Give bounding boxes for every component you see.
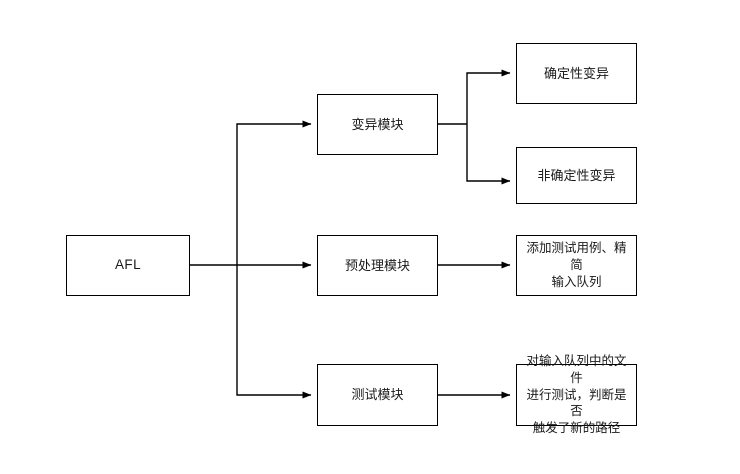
node-label-test-module: 测试模块 (351, 387, 404, 403)
edge-afl-to-test-module (236, 265, 312, 399)
node-label-mutation-module: 变异模块 (351, 116, 404, 132)
node-label-afl: AFL (115, 257, 141, 273)
node-mutation-module[interactable]: 变异模块 (317, 94, 438, 155)
edge-mutation-to-nondeterministic (466, 124, 511, 185)
node-test-module[interactable]: 测试模块 (317, 364, 438, 426)
node-preprocess-module[interactable]: 预处理模块 (317, 235, 438, 296)
node-label-nondeterministic-mutation: 非确定性变异 (537, 167, 616, 183)
node-afl[interactable]: AFL (66, 235, 190, 296)
node-label-deterministic-mutation: 确定性变异 (543, 65, 609, 81)
node-test-input-queue-files[interactable]: 对输入队列中的文件 进行测试，判断是否 触发了新的路径 (516, 354, 637, 435)
edge-paths (190, 69, 511, 399)
node-label-preprocess-module: 预处理模块 (344, 257, 410, 273)
node-nondeterministic-mutation[interactable]: 非确定性变异 (516, 147, 637, 204)
node-deterministic-mutation[interactable]: 确定性变异 (516, 43, 637, 104)
edge-afl-to-mutation-module (236, 120, 312, 265)
node-label-add-testcase-trim-queue: 添加测试用例、精简 输入队列 (526, 241, 627, 289)
node-add-testcase-trim-queue[interactable]: 添加测试用例、精简 输入队列 (516, 235, 637, 296)
edge-mutation-to-deterministic (466, 69, 511, 124)
node-label-test-input-queue-files: 对输入队列中的文件 进行测试，判断是否 触发了新的路径 (526, 353, 627, 436)
